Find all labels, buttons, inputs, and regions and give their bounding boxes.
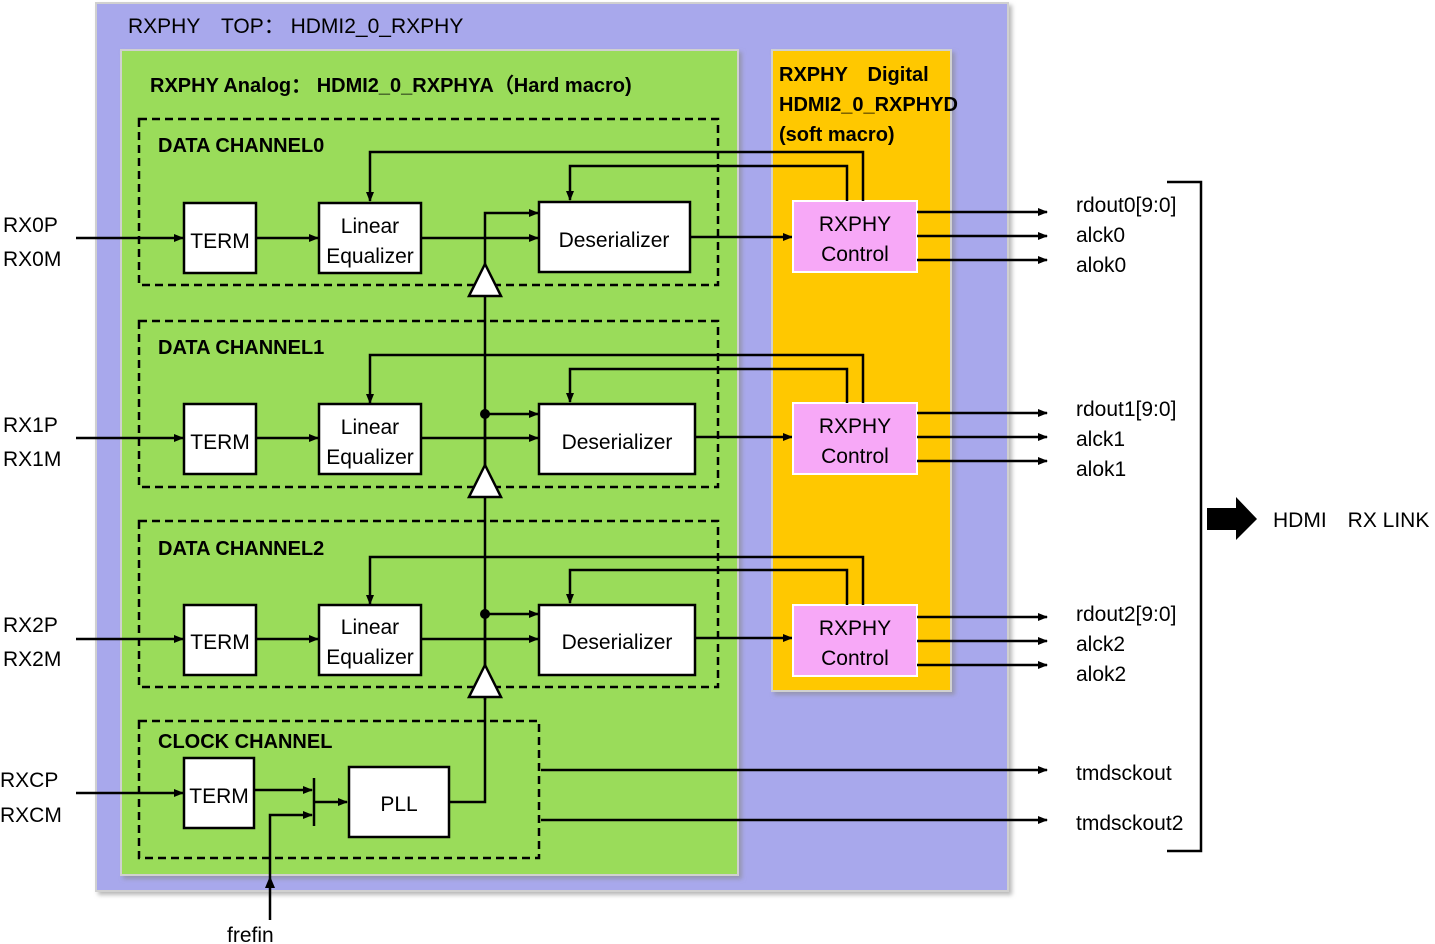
control-label1-0: RXPHY — [819, 213, 891, 236]
channel-0-dashed-box — [137, 117, 720, 287]
output-alok0: alok0 — [1076, 254, 1126, 277]
digital-title-line2: HDMI2_0_RXPHYD — [779, 94, 958, 116]
output-rdout2: rdout2[9:0] — [1076, 603, 1176, 626]
analog-title: RXPHY Analog： HDMI2_0_RXPHYA（Hard macro) — [150, 74, 632, 97]
channel-0-title: DATA CHANNEL0 — [158, 135, 324, 157]
clock-channel-dashed-box — [137, 719, 541, 860]
equalizer-label1-0: Linear — [341, 215, 399, 238]
control-label2-0: Control — [821, 243, 889, 266]
deserializer-label-0: Deserializer — [559, 229, 670, 252]
equalizer-label2-2: Equalizer — [326, 646, 414, 669]
output-alck0: alck0 — [1076, 224, 1125, 247]
digital-title-line3: (soft macro) — [779, 124, 895, 146]
control-label2-2: Control — [821, 647, 889, 670]
deserializer-box-2 — [537, 603, 697, 677]
hdmi-link-arrow-icon — [1207, 497, 1257, 540]
channel-1-dashed-box — [137, 319, 720, 489]
output-tmdsckout2: tmdsckout2 — [1076, 812, 1183, 835]
term-box-2 — [182, 603, 258, 677]
pll-box — [347, 765, 451, 839]
output-tmdsckout: tmdsckout — [1076, 762, 1172, 785]
control-label1-2: RXPHY — [819, 617, 891, 640]
clock-channel: CLOCK CHANNEL RXCP RXCM TERM PLL tmdscko… — [0, 296, 1183, 880]
data-channel-1: DATA CHANNEL1 RX1P RX1M TERM Linear Equa… — [3, 319, 1176, 499]
rx2m-label: RX2M — [3, 648, 61, 671]
deserializer-box-1 — [537, 402, 697, 476]
rxphy-control-box-2 — [792, 604, 918, 677]
output-alck1: alck1 — [1076, 428, 1125, 451]
channel-2-dashed-box — [137, 519, 720, 689]
output-alok1: alok1 — [1076, 458, 1126, 481]
digital-box — [771, 49, 952, 692]
term-label-2: TERM — [190, 631, 250, 654]
pll-label: PLL — [380, 793, 417, 816]
equalizer-label1-1: Linear — [341, 416, 399, 439]
rx2p-label: RX2P — [3, 614, 58, 637]
data-channel-2: DATA CHANNEL2 RX2P RX2M TERM Linear Equa… — [3, 519, 1176, 699]
equalizer-box-1 — [317, 402, 423, 476]
rxcm-label: RXCM — [0, 804, 62, 827]
top-title: RXPHY TOP： HDMI2_0_RXPHY — [128, 15, 463, 38]
deserializer-label-2: Deserializer — [562, 631, 673, 654]
channel-1-title: DATA CHANNEL1 — [158, 337, 324, 359]
clock-channel-title: CLOCK CHANNEL — [158, 731, 332, 753]
term-label-clock: TERM — [189, 785, 249, 808]
output-rdout1: rdout1[9:0] — [1076, 398, 1176, 421]
rxcp-label: RXCP — [0, 769, 58, 792]
rx1p-label: RX1P — [3, 414, 58, 437]
rx0p-label: RX0P — [3, 214, 58, 237]
term-box-clock — [182, 756, 256, 830]
control-label2-1: Control — [821, 445, 889, 468]
rxphy-control-box-1 — [792, 402, 918, 475]
deserializer-label-1: Deserializer — [562, 431, 673, 454]
equalizer-label1-2: Linear — [341, 616, 399, 639]
equalizer-label2-0: Equalizer — [326, 245, 414, 268]
rx1m-label: RX1M — [3, 448, 61, 471]
output-alck2: alck2 — [1076, 633, 1125, 656]
channel-2-title: DATA CHANNEL2 — [158, 538, 324, 560]
output-rdout0: rdout0[9:0] — [1076, 194, 1176, 217]
output-alok2: alok2 — [1076, 663, 1126, 686]
term-label-0: TERM — [190, 230, 250, 253]
equalizer-label2-1: Equalizer — [326, 446, 414, 469]
hdmi-rx-link-label: HDMI RX LINK — [1273, 509, 1429, 532]
term-box-0 — [182, 201, 258, 275]
frefin-label: frefin — [227, 924, 274, 944]
digital-title-line1: RXPHY Digital — [779, 64, 929, 86]
rxphy-control-box-0 — [792, 200, 918, 273]
rx0m-label: RX0M — [3, 248, 61, 271]
term-box-1 — [182, 402, 258, 476]
control-label1-1: RXPHY — [819, 415, 891, 438]
term-label-1: TERM — [190, 431, 250, 454]
equalizer-box-2 — [317, 603, 423, 677]
output-bracket — [1167, 180, 1203, 853]
data-channel-0: DATA CHANNEL0 RX0P RX0M TERM Linear Equa… — [3, 117, 1176, 298]
